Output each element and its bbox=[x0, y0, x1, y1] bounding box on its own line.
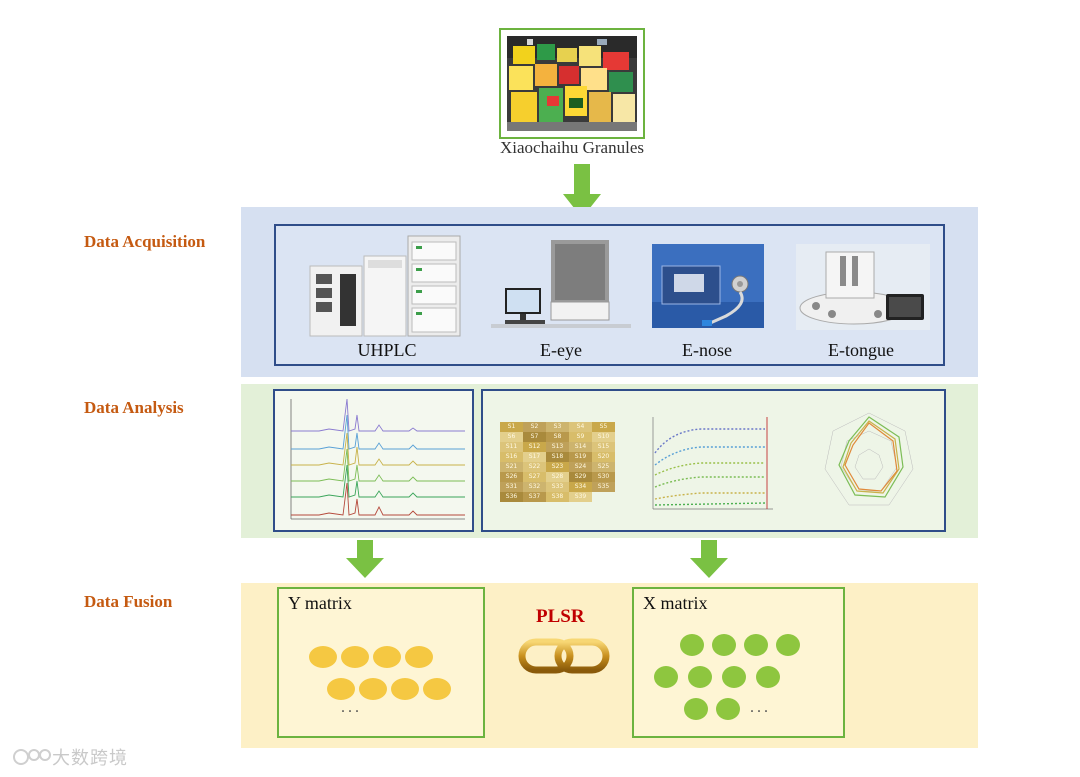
product-label: Xiaochaihu Granules bbox=[500, 138, 644, 157]
product-photo bbox=[507, 36, 637, 131]
heatmap-cell: S28 bbox=[546, 472, 569, 482]
heatmap-cell: S14 bbox=[569, 442, 592, 452]
heatmap-cell: S25 bbox=[592, 462, 615, 472]
chromatogram-panel bbox=[273, 389, 474, 532]
heatmap-cell: S32 bbox=[523, 482, 546, 492]
heatmap-cell: S27 bbox=[523, 472, 546, 482]
heatmap-cell: S38 bbox=[546, 492, 569, 502]
heatmap-cell: S4 bbox=[569, 422, 592, 432]
y-matrix-title: Y matrix bbox=[288, 593, 352, 613]
heatmap-cell: S29 bbox=[569, 472, 592, 482]
instrument-label-e-tongue: E-tongue bbox=[828, 340, 894, 360]
instrument-label-e-eye: E-eye bbox=[540, 340, 582, 360]
heatmap-cell: S12 bbox=[523, 442, 546, 452]
instrument-label-e-nose: E-nose bbox=[682, 340, 732, 360]
e-tongue-instrument-icon bbox=[796, 244, 930, 330]
e-nose-instrument-icon bbox=[652, 244, 764, 328]
heatmap-cell: S26 bbox=[500, 472, 523, 482]
heatmap-cell: S20 bbox=[592, 452, 615, 462]
heatmap-cell: S37 bbox=[523, 492, 546, 502]
heatmap-cell: S6 bbox=[500, 432, 523, 442]
y-matrix-dots bbox=[309, 646, 451, 700]
y-matrix-ellipsis: ... bbox=[341, 699, 362, 716]
watermark-text: 大数跨境 bbox=[52, 748, 128, 769]
chromatogram-plot bbox=[290, 398, 465, 520]
heatmap-cell: S9 bbox=[569, 432, 592, 442]
product-photo-frame bbox=[499, 28, 645, 139]
down-arrow-icon bbox=[346, 540, 384, 578]
heatmap-cell: S13 bbox=[546, 442, 569, 452]
heatmap-cell: S35 bbox=[592, 482, 615, 492]
heatmap-cell: S24 bbox=[569, 462, 592, 472]
section-label-acquisition: Data Acquisition bbox=[84, 232, 206, 251]
heatmap-cell: S11 bbox=[500, 442, 523, 452]
heatmap-cell: S33 bbox=[546, 482, 569, 492]
heatmap-cell: S22 bbox=[523, 462, 546, 472]
heatmap-cell: S3 bbox=[546, 422, 569, 432]
uhplc-instrument-icon bbox=[304, 230, 470, 338]
heatmap-cell: S5 bbox=[592, 422, 615, 432]
heatmap-cell: S1 bbox=[500, 422, 523, 432]
instrument-label-uhplc: UHPLC bbox=[357, 340, 417, 360]
chain-link-icon bbox=[518, 638, 610, 674]
heatmap-cell: S15 bbox=[592, 442, 615, 452]
section-label-fusion: Data Fusion bbox=[84, 592, 173, 611]
heatmap-cell: S19 bbox=[569, 452, 592, 462]
x-matrix-ellipsis: ... bbox=[750, 699, 771, 716]
y-matrix-box: Y matrix ... bbox=[277, 587, 485, 738]
heatmap-cell: S21 bbox=[500, 462, 523, 472]
heatmap-cell: S16 bbox=[500, 452, 523, 462]
acquisition-instruments-panel: UHPLC E-eye E-nose E-tongue bbox=[274, 224, 945, 366]
down-arrow-icon bbox=[563, 164, 601, 218]
heatmap-cell: S8 bbox=[546, 432, 569, 442]
heatmap-cell: S30 bbox=[592, 472, 615, 482]
x-matrix-dots bbox=[654, 634, 800, 720]
e-eye-instrument-icon bbox=[491, 240, 631, 328]
plsr-label: PLSR bbox=[536, 606, 585, 627]
radar-chart bbox=[824, 412, 914, 506]
section-label-analysis: Data Analysis bbox=[84, 398, 184, 417]
heatmap-cell: S31 bbox=[500, 482, 523, 492]
heatmap-cell: S23 bbox=[546, 462, 569, 472]
heatmap-cell: S2 bbox=[523, 422, 546, 432]
heatmap-cell: S39 bbox=[569, 492, 592, 502]
heatmap-cell: S34 bbox=[569, 482, 592, 492]
heatmap-cell: S18 bbox=[546, 452, 569, 462]
heatmap-cell: S10 bbox=[592, 432, 615, 442]
heatmap-cell: S7 bbox=[523, 432, 546, 442]
x-matrix-title: X matrix bbox=[643, 593, 708, 613]
down-arrow-icon bbox=[690, 540, 728, 578]
response-curve-plot bbox=[652, 417, 773, 510]
x-matrix-box: X matrix ... bbox=[632, 587, 845, 738]
heatmap-cell: S17 bbox=[523, 452, 546, 462]
heatmap-cell: S36 bbox=[500, 492, 523, 502]
watermark-logo-icon bbox=[13, 749, 51, 765]
